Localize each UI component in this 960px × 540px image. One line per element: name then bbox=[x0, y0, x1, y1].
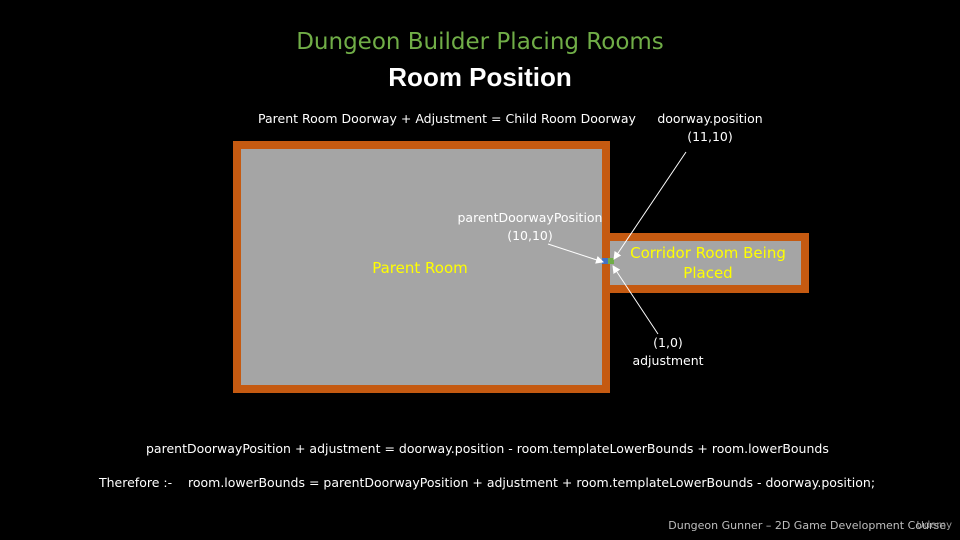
adjustment-label: adjustment bbox=[632, 353, 704, 368]
udemy-logo: Udemy bbox=[916, 520, 952, 531]
parent-doorway-marker bbox=[602, 258, 608, 264]
doorway-position-annotation: doorway.position (11,10) bbox=[630, 110, 790, 146]
adjustment-annotation: (1,0) adjustment bbox=[618, 334, 718, 370]
parent-doorway-value: (10,10) bbox=[507, 228, 553, 243]
doorway-position-value: (11,10) bbox=[687, 129, 733, 144]
child-doorway-marker bbox=[608, 258, 614, 264]
adjustment-value: (1,0) bbox=[653, 335, 683, 350]
corridor-room-label: Corridor Room Being Placed bbox=[630, 244, 786, 282]
parent-doorway-label: parentDoorwayPosition bbox=[457, 210, 603, 225]
parent-room-label: Parent Room bbox=[372, 259, 468, 277]
parent-room bbox=[233, 141, 610, 393]
doorway-position-arrow bbox=[613, 151, 687, 260]
course-footer: Dungeon Gunner – 2D Game Development Cou… bbox=[668, 519, 946, 532]
parent-doorway-arrow bbox=[547, 243, 604, 264]
equation-top: Parent Room Doorway + Adjustment = Child… bbox=[258, 111, 636, 126]
parent-doorway-annotation: parentDoorwayPosition (10,10) bbox=[450, 209, 610, 245]
adjustment-arrow bbox=[612, 265, 659, 335]
doorway-position-label: doorway.position bbox=[657, 111, 763, 126]
formula-line-1: parentDoorwayPosition + adjustment = doo… bbox=[146, 441, 829, 456]
slide-subtitle: Room Position bbox=[388, 62, 572, 92]
slide-title: Dungeon Builder Placing Rooms bbox=[296, 29, 664, 55]
therefore-label: Therefore :- bbox=[99, 475, 173, 490]
formula-line-2: room.lowerBounds = parentDoorwayPosition… bbox=[188, 475, 876, 490]
